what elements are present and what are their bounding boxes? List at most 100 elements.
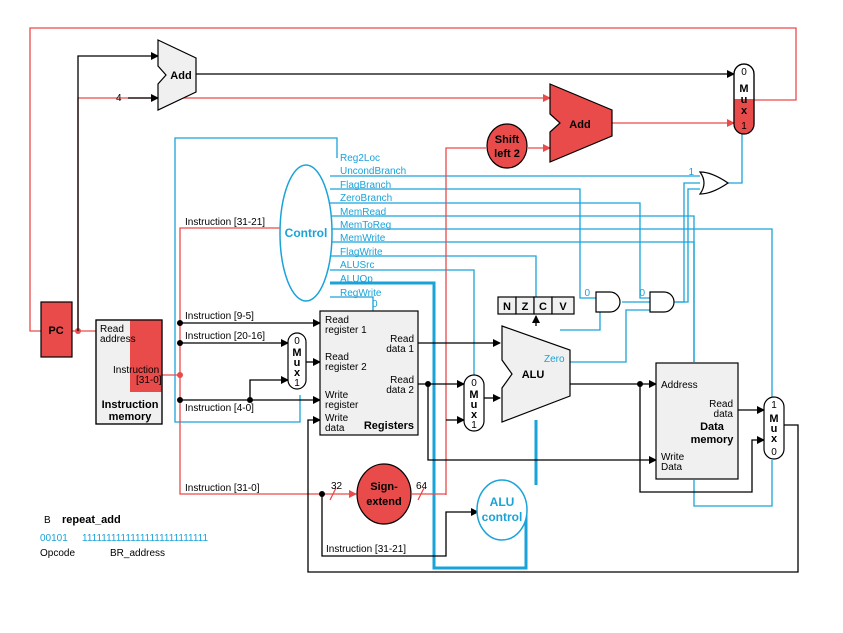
and-gate-flag: 0: [584, 288, 621, 313]
svg-text:memory: memory: [109, 411, 153, 423]
svg-text:[31-0]: [31-0]: [136, 375, 162, 386]
label-instr-9-5: Instruction [9-5]: [185, 311, 254, 322]
label-instr-20-16: Instruction [20-16]: [185, 331, 265, 342]
and-gate-zero: 0: [639, 288, 675, 313]
svg-text:0: 0: [771, 447, 777, 458]
alu: ALU Zero: [501, 325, 571, 423]
svg-text:M: M: [292, 347, 301, 359]
svg-text:Write: Write: [661, 452, 685, 463]
svg-text:0: 0: [471, 378, 477, 389]
wire-labels: Instruction [31-21] Instruction [9-5] In…: [185, 217, 428, 555]
svg-text:data 1: data 1: [386, 344, 414, 355]
register-file: Read register 1 Read register 2 Write re…: [319, 310, 419, 436]
signal-flagbranch: FlagBranch: [340, 180, 391, 191]
svg-text:x: x: [741, 105, 748, 117]
svg-text:register: register: [325, 400, 359, 411]
svg-text:control: control: [482, 510, 523, 524]
control-wires: [174, 134, 773, 570]
svg-text:Read: Read: [325, 315, 349, 326]
svg-text:M: M: [469, 389, 478, 401]
alu-control: ALU control: [476, 479, 528, 541]
signal-flagwrite: FlagWrite: [340, 247, 383, 258]
instr-address-bits: 11111111111111111111111111: [82, 533, 208, 544]
svg-text:Shift: Shift: [495, 134, 520, 146]
svg-text:1: 1: [688, 167, 694, 178]
svg-text:register 2: register 2: [325, 362, 367, 373]
sign-extend: Sign- extend: [356, 463, 412, 525]
svg-text:Data: Data: [661, 462, 683, 473]
svg-text:address: address: [100, 334, 136, 345]
svg-text:1: 1: [471, 420, 477, 431]
svg-text:u: u: [471, 399, 478, 411]
svg-text:Address: Address: [661, 380, 698, 391]
svg-text:Registers: Registers: [364, 420, 414, 432]
svg-text:Instruction: Instruction: [102, 399, 159, 411]
pc-register: PC: [40, 301, 73, 358]
svg-text:u: u: [741, 94, 748, 106]
svg-text:0: 0: [584, 288, 590, 299]
control-label: Control: [285, 226, 328, 240]
flag-v: V: [559, 301, 567, 313]
svg-text:Write: Write: [325, 390, 349, 401]
svg-text:extend: extend: [366, 496, 401, 508]
svg-text:x: x: [771, 433, 778, 445]
register-mux: 0 M u x 1: [287, 332, 307, 390]
svg-text:Read: Read: [390, 375, 414, 386]
svg-text:ALU: ALU: [490, 495, 515, 509]
svg-text:0: 0: [741, 67, 747, 78]
pc-mux: 0 M u x 1: [733, 63, 755, 135]
data-wires: [77, 52, 799, 573]
signal-memtoreg: MemToReg: [340, 220, 391, 231]
svg-text:Sign-: Sign-: [370, 481, 398, 493]
instr-mnemonic: B: [44, 515, 51, 526]
instr-address-caption: BR_address: [110, 548, 165, 559]
label-instr-4-0: Instruction [4-0]: [185, 403, 254, 414]
svg-text:M: M: [739, 83, 748, 95]
instr-branch-label: repeat_add: [62, 514, 121, 526]
control-signal-labels: Reg2Loc UncondBranch FlagBranch ZeroBran…: [340, 153, 406, 310]
signal-uncondbranch: UncondBranch: [340, 166, 406, 177]
label-instr-31-21-b: Instruction [31-21]: [326, 544, 406, 555]
svg-text:Data: Data: [700, 421, 725, 433]
data-memory: Address Read data Data memory Write Data: [655, 362, 739, 480]
svg-text:Read: Read: [709, 399, 733, 410]
signal-memread: MemRead: [340, 207, 386, 218]
alu-label: ALU: [522, 369, 545, 381]
svg-text:memory: memory: [691, 434, 735, 446]
svg-text:Read: Read: [325, 352, 349, 363]
svg-text:x: x: [471, 409, 478, 421]
svg-text:M: M: [769, 413, 778, 425]
svg-text:data: data: [325, 423, 345, 434]
svg-text:Instruction: Instruction: [113, 365, 159, 376]
signal-zerobranch: ZeroBranch: [340, 193, 392, 204]
memtoreg-mux: 1 M u x 0: [763, 396, 785, 460]
svg-text:0: 0: [639, 288, 645, 299]
svg-text:data 2: data 2: [386, 385, 414, 396]
svg-text:x: x: [294, 367, 301, 379]
svg-text:left 2: left 2: [494, 148, 520, 160]
svg-text:u: u: [294, 357, 301, 369]
branch-adder: Add: [549, 83, 613, 163]
branch-adder-label: Add: [569, 119, 590, 131]
pc-adder-label: Add: [170, 70, 191, 82]
svg-text:1: 1: [741, 121, 747, 132]
svg-text:u: u: [771, 423, 778, 435]
flag-c: C: [539, 301, 547, 313]
instr-opcode-bits: 00101: [40, 533, 68, 544]
constant-four: 4: [116, 93, 122, 104]
signal-alusrc: ALUSrc: [340, 260, 374, 271]
flag-n: N: [503, 301, 511, 313]
svg-text:Read: Read: [390, 334, 414, 345]
label-width-64: 64: [416, 481, 428, 492]
shift-left-2: Shift left 2: [486, 123, 528, 169]
svg-text:register 1: register 1: [325, 325, 367, 336]
svg-text:0: 0: [294, 336, 300, 347]
svg-text:Write: Write: [325, 413, 349, 424]
svg-text:1: 1: [771, 400, 777, 411]
signal-memwrite: MemWrite: [340, 233, 386, 244]
svg-text:1: 1: [294, 378, 300, 389]
pc-adder: Add: [157, 39, 197, 111]
label-width-32: 32: [331, 481, 343, 492]
flag-z: Z: [522, 301, 529, 313]
